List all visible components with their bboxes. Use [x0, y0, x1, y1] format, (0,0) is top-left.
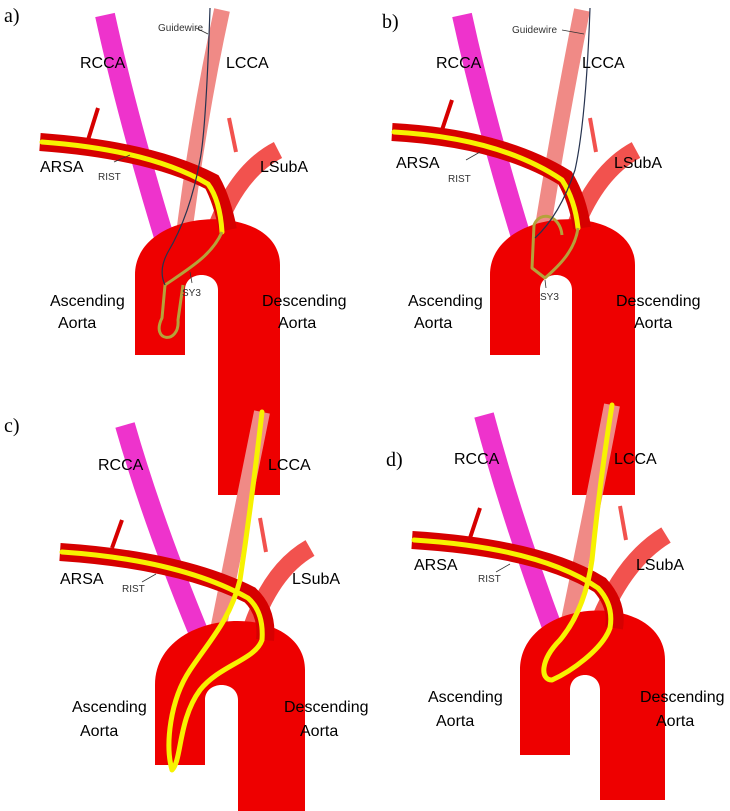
rcca-vessel [474, 412, 565, 639]
panel-c: c) RCCA LCCA ARSA RIST LSubA Ascending A… [4, 409, 369, 811]
sy3-catheter [157, 231, 224, 339]
rist-label: RIST [98, 172, 121, 183]
rcca-vessel [115, 422, 220, 664]
sy3-pointer [189, 271, 193, 284]
panel-d-label: d) [386, 449, 403, 471]
rcca-vessel [95, 12, 178, 253]
rist-label: RIST [122, 584, 145, 595]
descending-aorta-label-1: Descending [262, 293, 347, 310]
rcca-label: RCCA [454, 451, 500, 468]
descending-aorta-label-2: Aorta [634, 315, 672, 332]
ascending-aorta-label-1: Ascending [408, 293, 483, 310]
panel-c-label: c) [4, 415, 20, 437]
lcca-vessel [174, 8, 230, 251]
aortic-arch [490, 219, 635, 495]
rcca-label: RCCA [98, 457, 144, 474]
descending-aorta-label-2: Aorta [278, 315, 316, 332]
sy3-catheter [530, 214, 580, 280]
rist-label: RIST [448, 174, 471, 185]
lcca-label: LCCA [582, 55, 625, 72]
rcca-vessel [452, 12, 532, 243]
ascending-aorta-label-1: Ascending [428, 689, 503, 706]
rist-catheter [59, 409, 265, 773]
descending-aorta-label-1: Descending [284, 699, 369, 716]
arsa-label: ARSA [40, 159, 84, 176]
panel-b: b) Guidewire RCCA LCCA ARSA RIST LSubA S… [382, 7, 701, 495]
rist-catheter [39, 139, 225, 235]
sy3-pointer [544, 279, 547, 289]
guidewire-pointer [195, 27, 209, 35]
panel-a-label: a) [4, 5, 20, 27]
rist-catheter [391, 129, 581, 231]
panel-d: d) RCCA LCCA ARSA RIST LSubA Ascending A… [386, 402, 725, 800]
rcca-label: RCCA [80, 55, 126, 72]
lsuba-label: LSubA [292, 571, 340, 588]
lsuba-branch [227, 117, 238, 153]
ascending-aorta-label-1: Ascending [72, 699, 147, 716]
guidewire-pointer [561, 29, 585, 35]
ascending-aorta-label-2: Aorta [58, 315, 96, 332]
ascending-aorta-label-2: Aorta [436, 713, 474, 730]
ascending-aorta-label-2: Aorta [414, 315, 452, 332]
panel-b-label: b) [382, 11, 399, 33]
sy3-label: SY3 [540, 292, 559, 303]
rist-pointer [465, 151, 481, 161]
rist-catheter [411, 402, 615, 683]
arsa-branch [468, 507, 482, 539]
lsuba-branch [618, 505, 628, 541]
lsuba-label: LSubA [260, 159, 308, 176]
lcca-label: LCCA [226, 55, 269, 72]
aortic-arch [135, 219, 280, 495]
guidewire [534, 7, 591, 239]
aortic-arch [155, 621, 305, 811]
arsa-branch [86, 107, 100, 141]
arsa-label: ARSA [414, 557, 458, 574]
arsa-branch [440, 99, 454, 131]
lcca-label: LCCA [268, 457, 311, 474]
arsa-label: ARSA [396, 155, 440, 172]
descending-aorta-label-2: Aorta [300, 723, 338, 740]
lsuba-label: LSubA [636, 557, 684, 574]
descending-aorta-label-1: Descending [616, 293, 701, 310]
sy3-label: SY3 [182, 288, 201, 299]
rist-pointer [113, 154, 131, 163]
lcca-label: LCCA [614, 451, 657, 468]
arsa-branch [110, 519, 124, 549]
descending-aorta-label-1: Descending [640, 689, 725, 706]
arsa-label: ARSA [60, 571, 104, 588]
rist-pointer [495, 563, 511, 573]
panel-a: a) Guidewire RCCA LCCA ARSA RIST LSubA S… [4, 5, 347, 495]
ascending-aorta-label-1: Ascending [50, 293, 125, 310]
rist-pointer [141, 573, 157, 583]
ascending-aorta-label-2: Aorta [80, 723, 118, 740]
rist-label: RIST [478, 574, 501, 585]
lsuba-label: LSubA [614, 155, 662, 172]
aortic-arch [520, 610, 665, 800]
guidewire-label: Guidewire [512, 25, 557, 36]
lsuba-branch [588, 117, 598, 153]
lsuba-branch [258, 517, 268, 553]
guidewire-label: Guidewire [158, 23, 203, 34]
rcca-label: RCCA [436, 55, 482, 72]
lcca-vessel [532, 8, 590, 247]
descending-aorta-label-2: Aorta [656, 713, 694, 730]
guidewire [161, 7, 211, 286]
